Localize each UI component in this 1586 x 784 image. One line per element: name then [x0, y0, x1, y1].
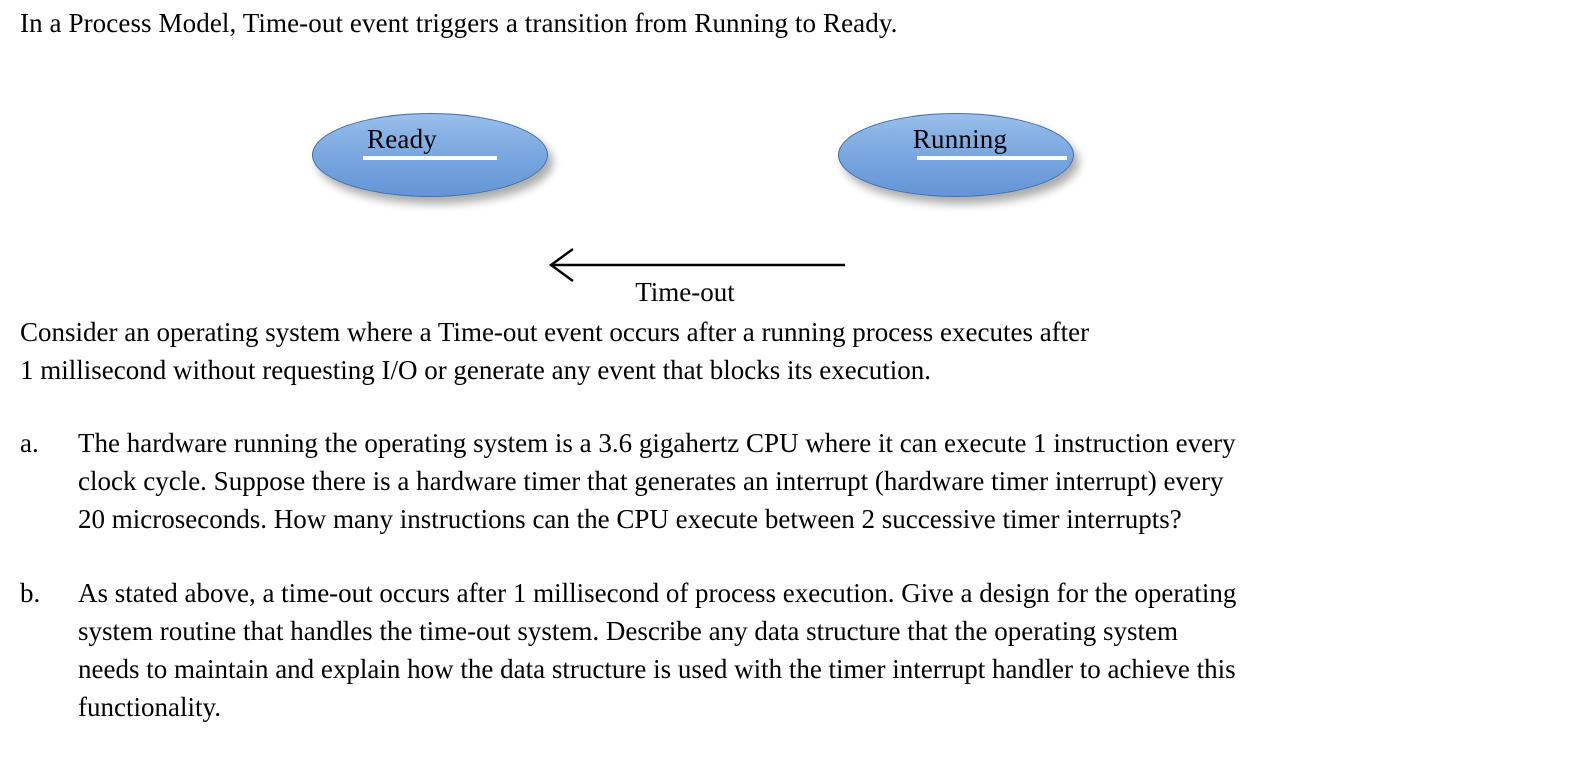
scenario-line: Consider an operating system where a Tim…: [20, 317, 1090, 347]
transition-arrow-icon: [548, 248, 845, 282]
question-line: 20 microseconds. How many instructions c…: [78, 504, 1182, 534]
question-marker: a.: [20, 428, 39, 458]
process-model-diagram: Ready Running Time-out: [0, 95, 1586, 307]
state-node-running-underline: [917, 156, 1067, 160]
question-line: clock cycle. Suppose there is a hardware…: [78, 466, 1224, 496]
question-body: As stated above, a time-out occurs after…: [78, 574, 1548, 726]
question-item-a: a. The hardware running the operating sy…: [0, 424, 1586, 538]
intro-sentence: In a Process Model, Time-out event trigg…: [20, 8, 898, 38]
question-line: system routine that handles the time-out…: [78, 616, 1178, 646]
state-node-ready-underline: [363, 156, 497, 160]
state-node-ready-label: Ready: [367, 124, 437, 154]
state-node-running-label: Running: [912, 124, 1008, 154]
question-line: The hardware running the operating syste…: [78, 428, 1236, 458]
transition-edge-label: Time-out: [635, 277, 735, 307]
question-item-b: b. As stated above, a time-out occurs af…: [0, 574, 1586, 726]
question-marker: b.: [20, 578, 41, 608]
scenario-line: 1 millisecond without requesting I/O or …: [20, 355, 932, 385]
question-line: functionality.: [78, 692, 221, 722]
question-body: The hardware running the operating syste…: [78, 424, 1548, 538]
question-line: As stated above, a time-out occurs after…: [78, 578, 1237, 608]
state-node-ready: Ready: [312, 113, 548, 197]
question-line: needs to maintain and explain how the da…: [78, 654, 1236, 684]
scenario-paragraph: Consider an operating system where a Tim…: [20, 313, 1520, 389]
state-node-running: Running: [838, 113, 1074, 197]
question-list: a. The hardware running the operating sy…: [0, 424, 1586, 762]
